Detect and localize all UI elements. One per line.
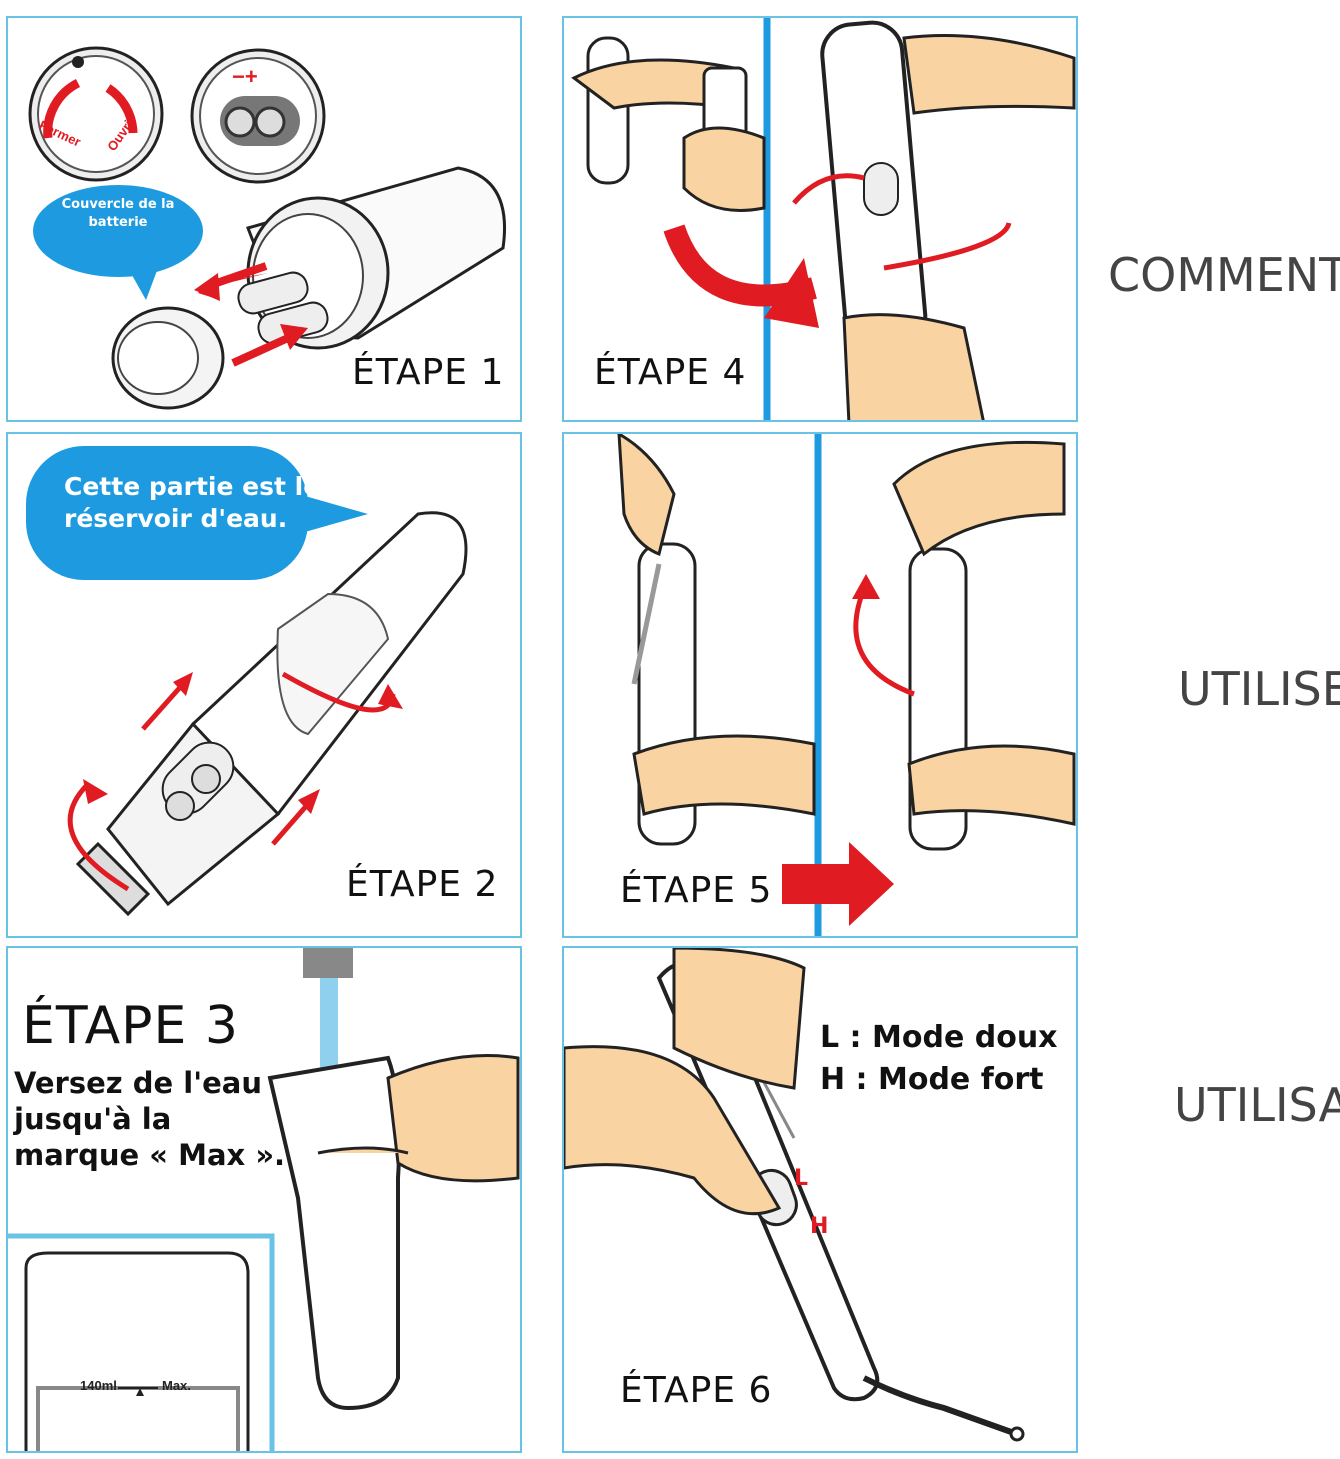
fill-water-illustration — [8, 948, 520, 1451]
step-3-panel: ÉTAPE 3 Versez de l'eau jusqu'à la marqu… — [6, 946, 522, 1453]
step-4-label: ÉTAPE 4 — [594, 352, 747, 393]
side-heading-3: UTILISA — [1174, 1078, 1340, 1132]
step-5-label: ÉTAPE 5 — [620, 870, 773, 911]
instruction-line-1: Versez de l'eau — [14, 1066, 262, 1100]
battery-cover-bubble-text: Couvercle de la batterie — [61, 197, 175, 230]
volume-mark: 140ml — [80, 1378, 117, 1393]
step-3-label: ÉTAPE 3 — [22, 996, 239, 1056]
button-l-marker: L — [794, 1166, 809, 1191]
side-heading-1: COMMENT — [1108, 248, 1340, 302]
step-4-panel: ÉTAPE 4 — [562, 16, 1078, 422]
water-tank-bubble-line1: Cette partie est le — [64, 472, 321, 501]
step-6-label: ÉTAPE 6 — [620, 1370, 773, 1411]
step-6-panel: L H L : Mode doux H : Mode fort ÉTAPE 6 — [562, 946, 1078, 1453]
max-mark: Max. — [162, 1378, 191, 1393]
step-2-label: ÉTAPE 2 — [346, 864, 499, 905]
battery-cover-illustration — [28, 46, 506, 410]
step-1-panel: Fermer Ouvrir −+ Couvercle de la batteri… — [6, 16, 522, 422]
instruction-line-3: marque « Max ». — [14, 1138, 286, 1172]
water-tank-bubble-line2: réservoir d'eau. — [64, 504, 288, 533]
water-tank-illustration — [26, 446, 468, 917]
side-heading-2: UTILISE — [1178, 662, 1340, 716]
step-2-panel: Cette partie est le réservoir d'eau. ÉTA… — [6, 432, 522, 938]
button-h-marker: H — [810, 1214, 829, 1239]
step-5-panel: ÉTAPE 5 — [562, 432, 1078, 938]
attach-tank-illustration — [571, 18, 1076, 420]
polarity-label: −+ — [232, 64, 258, 89]
mode-select-illustration — [564, 948, 1025, 1442]
instruction-line-2: jusqu'à la — [14, 1102, 172, 1136]
insert-nozzle-illustration — [617, 434, 1076, 936]
mode-h-description: H : Mode fort — [820, 1062, 1044, 1097]
mode-l-description: L : Mode doux — [820, 1020, 1058, 1055]
step-1-label: ÉTAPE 1 — [352, 352, 505, 393]
